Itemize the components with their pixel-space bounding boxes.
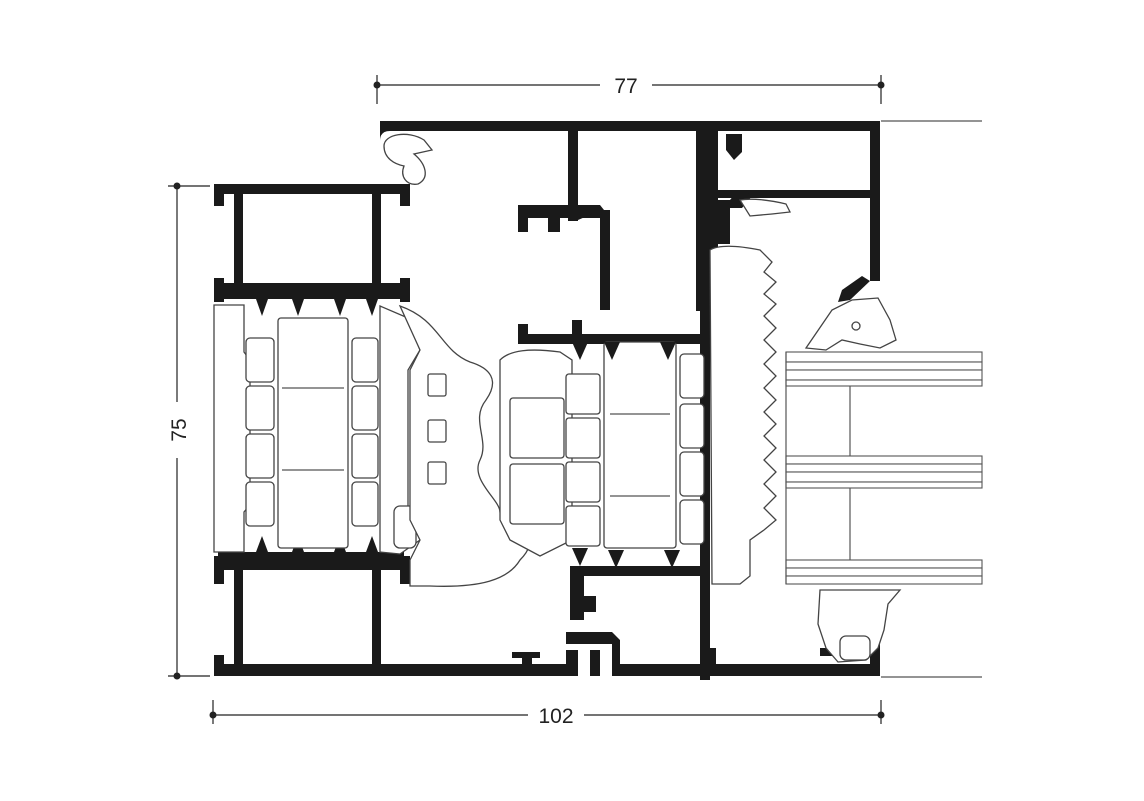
dimension-bottom-label: 102: [538, 705, 573, 728]
glazing-gasket-bottom: [817, 589, 902, 663]
dimension-left: 75: [168, 182, 210, 680]
sash-profile-left: [214, 184, 578, 676]
dimension-top-label: 77: [614, 75, 637, 98]
glazing-gasket-top: [804, 297, 897, 351]
dimension-bottom: 102: [209, 700, 885, 728]
frame-profile: [380, 121, 880, 680]
thermal-break-left: [213, 304, 421, 555]
thermal-break-right: [499, 341, 705, 568]
reference-lines: [881, 120, 982, 678]
glazing-bead-gasket: [709, 198, 791, 585]
dimension-left-label: 75: [168, 418, 191, 441]
dimension-top: 77: [373, 75, 885, 104]
central-gasket: [398, 304, 531, 587]
glazing-unit: [785, 351, 983, 585]
